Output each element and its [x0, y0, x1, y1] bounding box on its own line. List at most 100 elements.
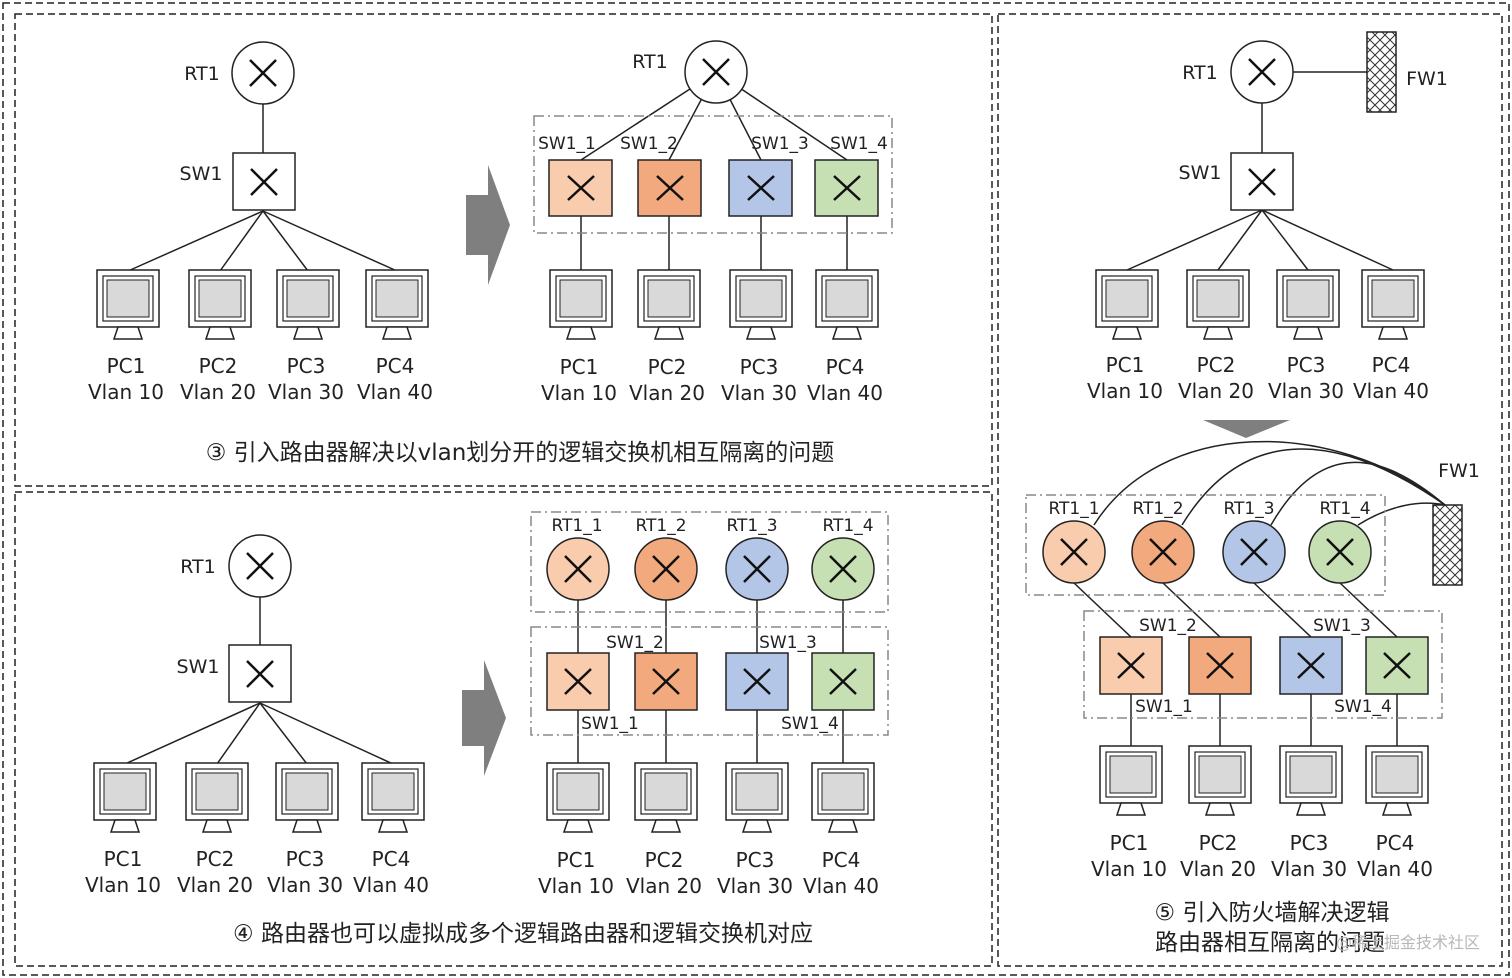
pc-vlan: Vlan 10: [1091, 857, 1167, 881]
switch-label: SW1: [180, 163, 223, 185]
pc-name: PC3: [287, 354, 326, 378]
pc-vlan: Vlan 30: [717, 874, 793, 898]
router-rt1: RT1: [180, 534, 292, 598]
monitor-icon: [1095, 269, 1159, 340]
switch-label: SW1_1: [538, 134, 596, 154]
pc-vlan: Vlan 30: [267, 873, 343, 897]
switch-label: SW1_4: [830, 134, 888, 154]
firewall-label: FW1: [1406, 68, 1448, 90]
monitor-icon: [634, 762, 698, 833]
monitor-icon: [1099, 745, 1163, 816]
switch-x-square-icon: [637, 159, 702, 217]
router-label: RT1: [184, 63, 220, 85]
watermark: @稀土掘金技术社区: [1336, 933, 1480, 952]
monitor-icon: [185, 762, 249, 833]
pc-name: PC1: [560, 355, 599, 379]
panel-4-right: RT1_1 RT1_2 RT1_3 RT1_4 SW1_1 SW1_2 SW1_…: [530, 511, 889, 898]
switch-label: SW1_3: [751, 134, 809, 154]
pc-name: PC3: [740, 355, 779, 379]
firewall-hatched-icon: [1366, 31, 1397, 113]
pc-vlan: Vlan 10: [1087, 379, 1163, 403]
pc-vlan: Vlan 10: [88, 380, 164, 404]
panel-5-caption-line-1: ⑤ 引入防火墙解决逻辑: [1155, 900, 1390, 926]
panel-3-frame: [14, 13, 993, 487]
switch-sw1: SW1: [1179, 152, 1294, 211]
pc-name: PC1: [104, 847, 143, 871]
monitor-icon: [549, 269, 613, 340]
router-label: RT1_2: [1132, 499, 1183, 519]
switch-label: SW1_1: [1135, 697, 1193, 717]
pc-name: PC2: [196, 847, 235, 871]
pc-name: PC3: [1290, 831, 1329, 855]
router-label: RT1: [1182, 62, 1218, 84]
logical-switch-group: [1083, 610, 1443, 719]
pc-vlan: Vlan 20: [629, 381, 705, 405]
monitor-icon: [1279, 745, 1343, 816]
pc-name: PC1: [107, 354, 146, 378]
pc-name: PC4: [822, 848, 861, 872]
router-label: RT1_1: [551, 516, 602, 536]
firewall-links: [1093, 440, 1446, 526]
monitor-icon: [365, 269, 429, 340]
monitor-icon: [1365, 745, 1429, 816]
logical-switches: SW1_1 SW1_2 SW1_3 SW1_4: [1099, 616, 1429, 717]
pc-name: PC4: [1376, 831, 1415, 855]
monitor-icon: [725, 762, 789, 833]
pc-name: PC1: [1106, 353, 1145, 377]
pc-name: PC2: [645, 848, 684, 872]
router-label: RT1_3: [1223, 499, 1274, 519]
monitor-icon: [275, 762, 339, 833]
monitor-icon: [276, 269, 340, 340]
pc-name: PC3: [1287, 353, 1326, 377]
logical-router-group: [1025, 494, 1386, 596]
pc-name: PC2: [648, 355, 687, 379]
pc-name: PC4: [826, 355, 865, 379]
switch-label: SW1_4: [1334, 697, 1392, 717]
router-label: RT1_1: [1048, 499, 1099, 519]
pc-name: PC2: [1197, 353, 1236, 377]
logical-switch-group: [530, 626, 889, 736]
router-label: RT1: [180, 556, 216, 578]
switch-label: SW1: [1179, 162, 1222, 184]
switch-sw1: SW1: [177, 644, 292, 703]
pc-name: PC1: [557, 848, 596, 872]
router-rt1: RT1: [632, 40, 748, 104]
switch-label: SW1_3: [759, 633, 817, 653]
pc-name: PC4: [372, 847, 411, 871]
pc-name: PC3: [286, 847, 325, 871]
switch-label: SW1: [177, 656, 220, 678]
pc-vlan: Vlan 30: [268, 380, 344, 404]
switch-sw1: SW1: [180, 152, 296, 211]
logical-routers: RT1_1 RT1_2 RT1_3 RT1_4: [546, 516, 875, 601]
transition-arrow-icon: [462, 660, 506, 776]
logical-switches: SW1_1 SW1_2 SW1_3 SW1_4: [538, 134, 888, 217]
monitor-icon: [188, 269, 252, 340]
pc-vlan: Vlan 20: [1178, 379, 1254, 403]
logical-switch-group: [533, 115, 893, 234]
pc-vlan: Vlan 40: [803, 874, 879, 898]
logical-switches: SW1_1 SW1_2 SW1_3 SW1_4: [546, 633, 875, 734]
firewall-fw1: FW1: [1366, 31, 1448, 113]
